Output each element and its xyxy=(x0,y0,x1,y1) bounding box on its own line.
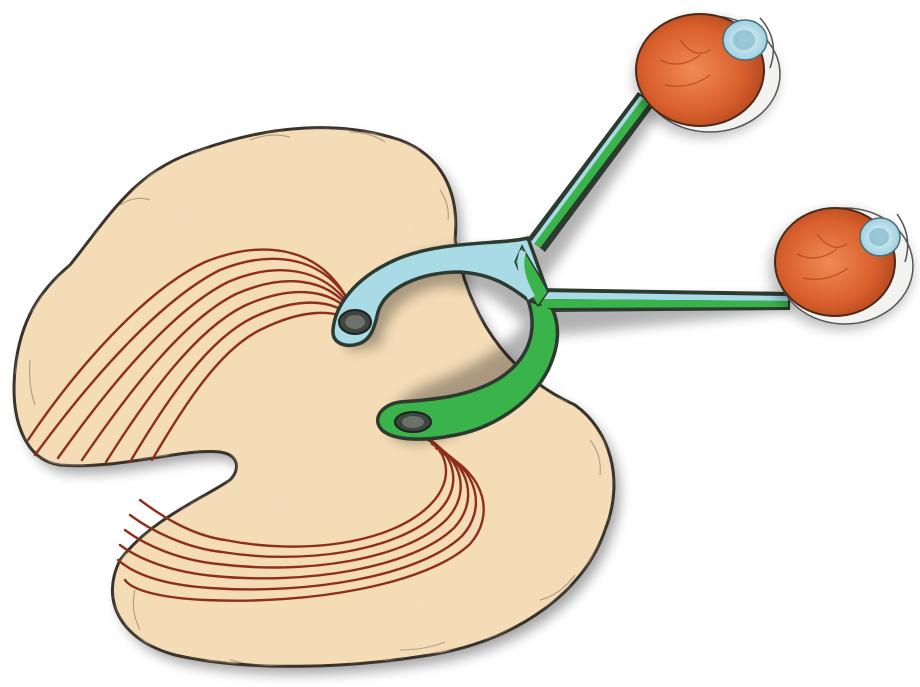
lateral-geniculate-lower xyxy=(395,412,431,432)
lateral-geniculate-upper xyxy=(339,310,371,334)
eye-icon xyxy=(769,208,913,330)
optic-nerve-upper-blue xyxy=(531,96,643,244)
eye-icon xyxy=(634,14,780,138)
brain xyxy=(14,128,620,675)
optic-nerve-upper-fill xyxy=(531,96,650,248)
